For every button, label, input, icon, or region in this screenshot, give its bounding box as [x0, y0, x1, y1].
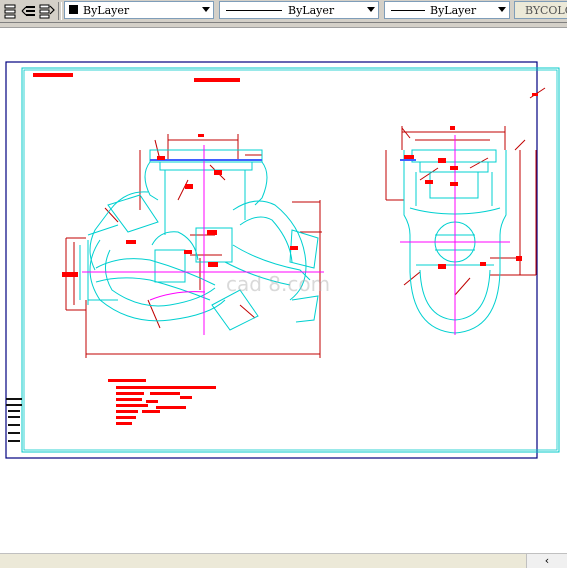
linetype-combo[interactable]: ByLayer	[219, 1, 379, 19]
color-swatch	[69, 5, 78, 14]
cad-drawing	[5, 61, 560, 459]
linetype-preview	[226, 10, 282, 11]
horizontal-scrollbar[interactable]: ‹	[0, 553, 567, 568]
chevron-down-icon[interactable]	[495, 2, 509, 18]
chevron-down-icon[interactable]	[364, 2, 378, 18]
lineweight-value: ByLayer	[430, 4, 477, 17]
watermark-text: cad 8.com	[226, 272, 331, 296]
layer-manager-icon[interactable]	[2, 2, 20, 20]
view-title-left	[194, 78, 240, 82]
drawing-canvas[interactable]: cad 8.com	[0, 28, 567, 553]
plotstyle-value: BYCOLOR	[525, 4, 567, 17]
paper-frame	[5, 61, 538, 459]
right-view	[385, 126, 537, 335]
chevron-down-icon[interactable]	[199, 2, 213, 18]
toolbar-separator	[58, 2, 62, 20]
layer-color-combo[interactable]: ByLayer	[64, 1, 214, 19]
linetype-value: ByLayer	[288, 4, 335, 17]
technical-notes	[108, 379, 216, 425]
inner-border-2	[23, 69, 558, 451]
drawing-title-block	[33, 73, 73, 77]
lineweight-preview	[391, 10, 425, 11]
layer-states-icon[interactable]	[38, 2, 56, 20]
toolbar-strip	[0, 23, 567, 28]
plotstyle-combo[interactable]: BYCOLOR	[514, 1, 567, 19]
scroll-left-button[interactable]: ‹	[526, 554, 567, 568]
properties-toolbar: ByLayer ByLayer ByLayer BYCOLOR	[0, 0, 567, 23]
layer-previous-icon[interactable]	[20, 2, 38, 20]
layer-color-value: ByLayer	[83, 4, 130, 17]
left-title-strip	[6, 398, 22, 442]
left-view	[62, 134, 324, 358]
lineweight-combo[interactable]: ByLayer	[384, 1, 510, 19]
